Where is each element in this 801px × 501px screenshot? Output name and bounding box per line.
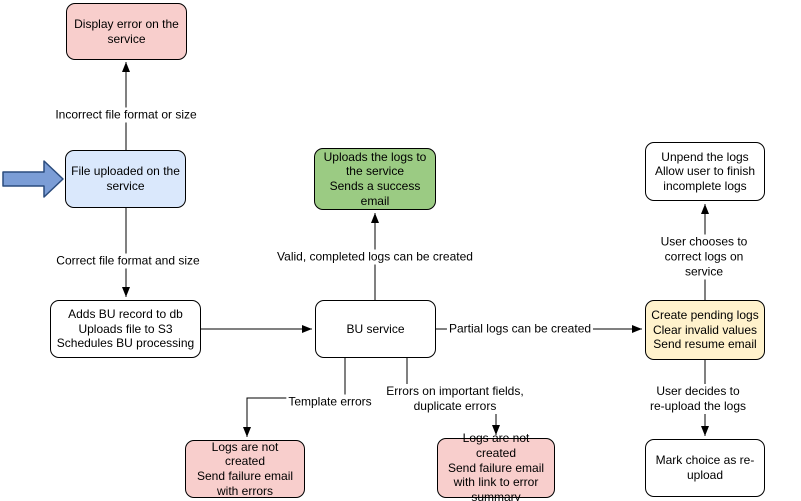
node-uploads-logs-success: Uploads the logs to the service Sends a …	[314, 148, 436, 210]
node-create-pending-logs: Create pending logs Clear invalid values…	[645, 300, 765, 360]
edge-label-user-chooses-correct: User chooses to correct logs on service	[655, 234, 753, 280]
edge-label-partial-logs: Partial logs can be created	[446, 321, 594, 337]
edge-label-template-errors: Template errors	[286, 394, 374, 410]
node-file-uploaded: File uploaded on the service	[65, 150, 186, 208]
node-logs-not-created-errors: Logs are not created Send failure email …	[185, 440, 305, 498]
node-unpend-logs: Unpend the logs Allow user to finish inc…	[645, 142, 765, 201]
start-pointer-arrow-icon	[2, 160, 64, 198]
node-logs-not-created-summary: Logs are not created Send failure email …	[437, 431, 555, 501]
edge-label-correct-format: Correct file format and size	[54, 253, 202, 269]
node-mark-choice-reupload: Mark choice as re- upload	[645, 439, 765, 497]
edge-label-user-decides-reupload: User decides to re-upload the logs	[646, 384, 750, 414]
node-bu-service: BU service	[315, 300, 436, 358]
edge-label-incorrect-format: Incorrect file format or size	[53, 107, 199, 123]
edge-label-valid-completed: Valid, completed logs can be created	[275, 249, 475, 265]
node-adds-bu-record: Adds BU record to db Uploads file to S3 …	[50, 300, 201, 358]
node-display-error: Display error on the service	[66, 3, 187, 60]
edge-label-important-fields: Errors on important fields, duplicate er…	[384, 384, 526, 414]
